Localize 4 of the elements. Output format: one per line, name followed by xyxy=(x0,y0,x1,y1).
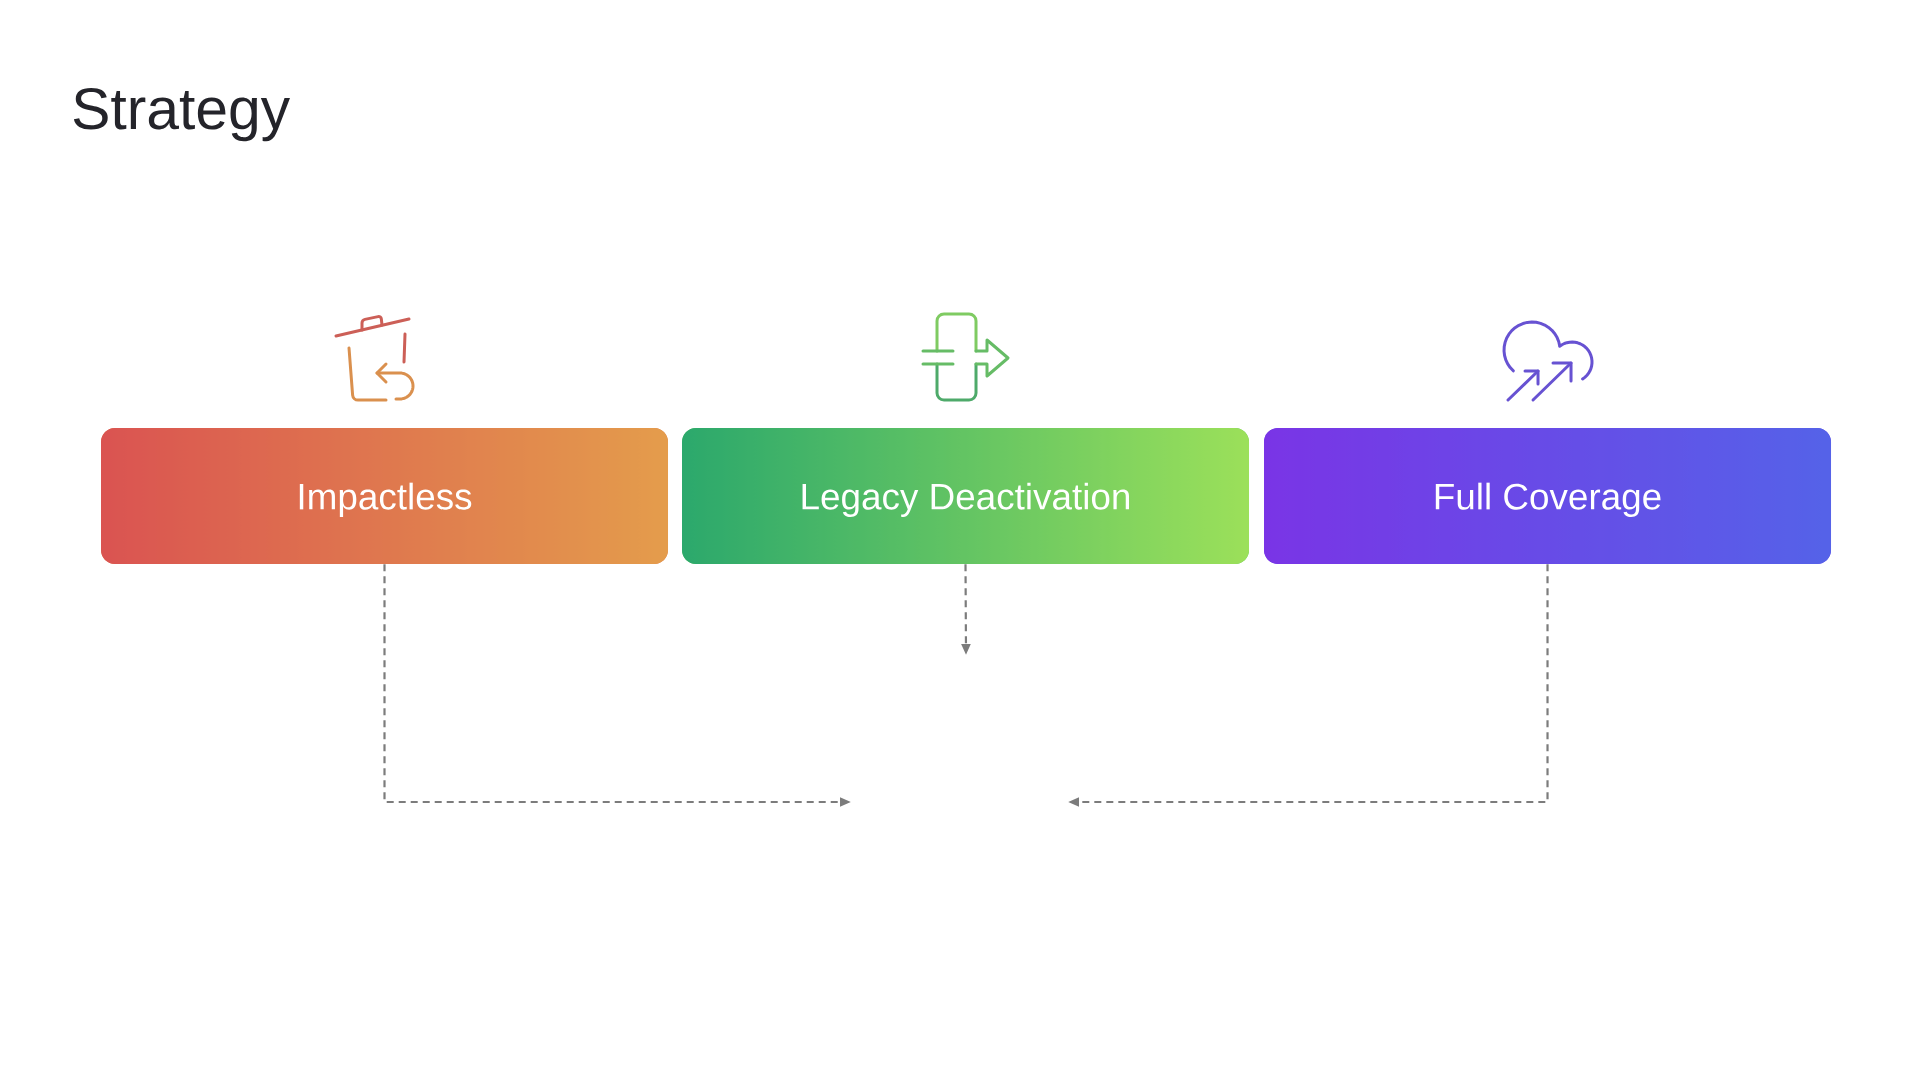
step-box: Full Coverage xyxy=(1264,428,1831,564)
step-box: Legacy Deactivation xyxy=(682,428,1249,564)
title: Strategy xyxy=(73,87,290,142)
step-box: Impactless xyxy=(101,428,668,564)
